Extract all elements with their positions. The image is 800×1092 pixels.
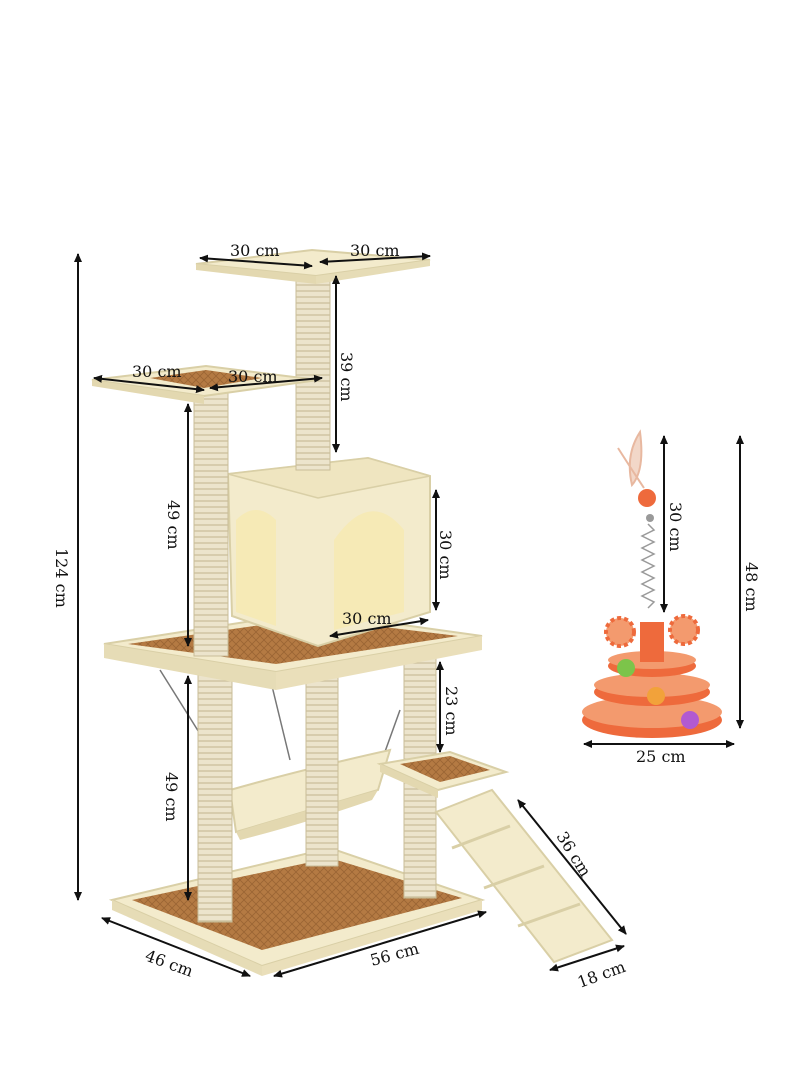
spring (640, 523, 656, 609)
cat-house (226, 456, 431, 648)
label-mid-right: 30 cm (228, 367, 278, 386)
label-toy-height: 48 cm (742, 562, 761, 612)
label-total-height: 124 cm (52, 548, 71, 608)
label-step-height: 23 cm (442, 686, 461, 736)
small-step (376, 750, 510, 798)
label-house-width: 30 cm (342, 609, 392, 628)
label-toy-width: 25 cm (636, 747, 686, 766)
label-house-height: 30 cm (436, 530, 455, 580)
label-lower-post: 49 cm (162, 772, 181, 822)
house-left-opening (236, 510, 276, 626)
pompom (638, 489, 656, 507)
label-ramp-width: 18 cm (575, 957, 628, 992)
label-post-mid: 49 cm (164, 500, 183, 550)
post-back (305, 669, 339, 867)
post-upper-left (193, 389, 229, 657)
hammock (159, 669, 401, 840)
gear-right (668, 614, 700, 646)
house-right-opening (334, 511, 404, 630)
ball-orange (647, 687, 665, 705)
ball-track-toy (582, 429, 722, 738)
label-mid-left: 30 cm (132, 362, 182, 381)
label-top-left: 30 cm (230, 241, 280, 260)
ramp (434, 788, 614, 964)
ball-purple (681, 711, 699, 729)
feather (617, 429, 645, 489)
gear-left (604, 616, 636, 648)
label-post-top: 39 cm (337, 352, 356, 402)
post-top (295, 265, 331, 471)
label-base-width: 56 cm (368, 939, 421, 970)
post-front-left (197, 659, 233, 923)
dimension-arrows (74, 252, 744, 978)
label-top-right: 30 cm (350, 241, 400, 260)
ball-green (617, 659, 635, 677)
label-toy-wand: 30 cm (666, 502, 685, 552)
